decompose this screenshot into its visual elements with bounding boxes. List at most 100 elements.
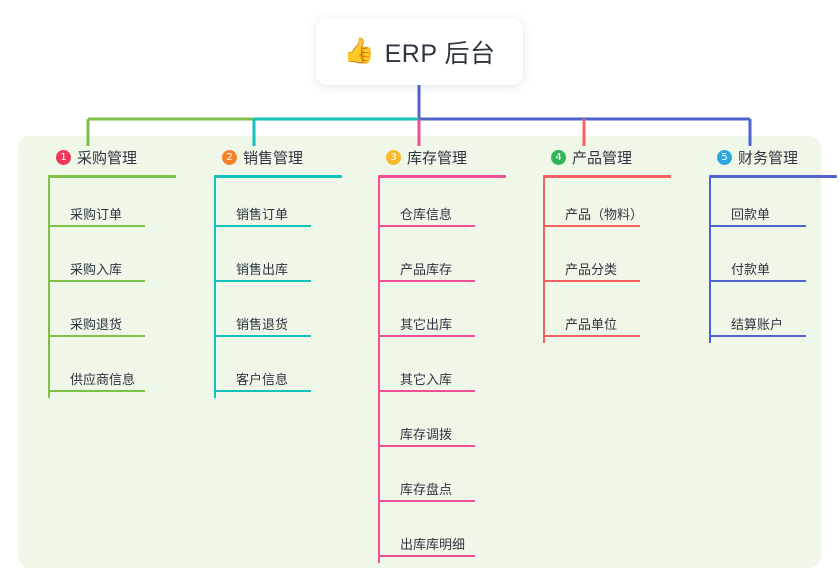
branch-item[interactable]: 结算账户 <box>709 288 839 343</box>
branch-badge-2: 2 <box>222 149 237 165</box>
branch-item-underline <box>378 555 475 557</box>
branch-item-underline <box>48 390 145 392</box>
branch-item-label: 销售订单 <box>236 207 289 222</box>
branch-item-underline <box>48 225 145 227</box>
branch-item-underline <box>378 390 475 392</box>
branch-item[interactable]: 销售出库 <box>214 233 362 288</box>
branch-item-underline <box>378 500 475 502</box>
branch-header-1[interactable]: 1 采购管理 <box>36 146 196 168</box>
branch-item-underline <box>378 225 475 227</box>
branch-item[interactable]: 其它入库 <box>378 343 526 398</box>
branch-title-4: 产品管理 <box>572 149 633 167</box>
branch-item-label: 库存盘点 <box>400 482 453 497</box>
branch-item[interactable]: 产品（物料） <box>543 178 691 233</box>
branch-item-label: 采购退货 <box>70 317 123 332</box>
branch-header-underline <box>543 175 671 178</box>
branch-column-1: 1 采购管理采购订单采购入库采购退货供应商信息 <box>36 146 196 398</box>
root-title: ERP 后台 <box>384 39 496 68</box>
branch-item-label: 出库库明细 <box>400 537 466 552</box>
branch-header-underline <box>48 175 176 178</box>
branch-item-list: 产品（物料） 产品分类产品单位 <box>531 178 691 343</box>
branch-item-label: 采购入库 <box>70 262 123 277</box>
branch-item-label: 销售退货 <box>236 317 289 332</box>
branch-item-label: 供应商信息 <box>70 372 136 387</box>
branch-title-3: 库存管理 <box>407 149 468 167</box>
branch-item-label: 其它入库 <box>400 372 453 387</box>
branch-item-label: 结算账户 <box>731 317 784 332</box>
branch-item[interactable]: 销售退货 <box>214 288 362 343</box>
branch-item-underline <box>378 280 475 282</box>
branch-spine <box>378 178 380 563</box>
branch-column-3: 3 库存管理仓库信息产品库存其它出库其它入库库存调拨库存盘点出库库明细 <box>366 146 526 563</box>
branch-item[interactable]: 库存盘点 <box>378 453 526 508</box>
branch-badge-5: 5 <box>717 149 732 165</box>
branch-item[interactable]: 采购订单 <box>48 178 196 233</box>
branch-item-list: 回款单付款单结算账户 <box>697 178 839 343</box>
branch-header-underline <box>378 175 506 178</box>
branch-item-label: 库存调拨 <box>400 427 453 442</box>
branch-item-label: 其它出库 <box>400 317 453 332</box>
branch-column-5: 5 财务管理回款单付款单结算账户 <box>697 146 839 343</box>
root-node[interactable]: 👍 ERP 后台 <box>316 18 523 85</box>
branch-item[interactable]: 出库库明细 <box>378 508 526 563</box>
branch-item-underline <box>214 280 311 282</box>
diagram-background-panel <box>18 136 821 568</box>
branch-item[interactable]: 仓库信息 <box>378 178 526 233</box>
branch-item-label: 产品分类 <box>565 262 618 277</box>
branch-item-underline <box>543 280 640 282</box>
thumbs-up-icon: 👍 <box>343 37 375 65</box>
branch-item-label: 产品库存 <box>400 262 453 277</box>
branch-item-label: 回款单 <box>731 207 771 222</box>
branch-column-4: 4 产品管理产品（物料） 产品分类产品单位 <box>531 146 691 343</box>
branch-item-list: 仓库信息产品库存其它出库其它入库库存调拨库存盘点出库库明细 <box>366 178 526 563</box>
branch-item[interactable]: 回款单 <box>709 178 839 233</box>
branch-item-label: 客户信息 <box>236 372 289 387</box>
branch-spine <box>543 178 545 343</box>
branch-item[interactable]: 产品单位 <box>543 288 691 343</box>
branch-item[interactable]: 客户信息 <box>214 343 362 398</box>
branch-header-underline <box>709 175 837 178</box>
branch-header-5[interactable]: 5 财务管理 <box>697 146 839 168</box>
branch-spine <box>214 178 216 398</box>
branch-item-underline <box>709 335 806 337</box>
branch-item-underline <box>214 225 311 227</box>
branch-item-list: 采购订单采购入库采购退货供应商信息 <box>36 178 196 398</box>
branch-item[interactable]: 产品分类 <box>543 233 691 288</box>
branch-spine <box>709 178 711 343</box>
branch-item-underline <box>48 335 145 337</box>
branch-item[interactable]: 付款单 <box>709 233 839 288</box>
branch-item-underline <box>709 225 806 227</box>
branch-item[interactable]: 采购退货 <box>48 288 196 343</box>
branch-item-label: 产品（物料） <box>565 207 644 222</box>
branch-header-3[interactable]: 3 库存管理 <box>366 146 526 168</box>
branch-item[interactable]: 销售订单 <box>214 178 362 233</box>
branch-item-underline <box>214 335 311 337</box>
branch-header-underline <box>214 175 342 178</box>
branch-item-underline <box>214 390 311 392</box>
branch-title-1: 采购管理 <box>77 149 138 167</box>
branch-item[interactable]: 库存调拨 <box>378 398 526 453</box>
branch-item[interactable]: 采购入库 <box>48 233 196 288</box>
branch-item-label: 仓库信息 <box>400 207 453 222</box>
branch-item-label: 付款单 <box>731 262 771 277</box>
branch-badge-1: 1 <box>56 149 71 165</box>
branch-item-list: 销售订单销售出库销售退货客户信息 <box>202 178 362 398</box>
branch-item-underline <box>378 445 475 447</box>
branch-title-5: 财务管理 <box>738 149 799 167</box>
branch-header-4[interactable]: 4 产品管理 <box>531 146 691 168</box>
branch-item[interactable]: 供应商信息 <box>48 343 196 398</box>
branch-item-underline <box>709 280 806 282</box>
branch-badge-4: 4 <box>551 149 566 165</box>
branch-item[interactable]: 产品库存 <box>378 233 526 288</box>
branch-item[interactable]: 其它出库 <box>378 288 526 343</box>
branch-item-underline <box>543 225 640 227</box>
branch-item-underline <box>48 280 145 282</box>
branch-item-label: 产品单位 <box>565 317 618 332</box>
branch-badge-3: 3 <box>386 149 401 165</box>
branch-item-underline <box>543 335 640 337</box>
branch-item-label: 销售出库 <box>236 262 289 277</box>
branch-spine <box>48 178 50 398</box>
